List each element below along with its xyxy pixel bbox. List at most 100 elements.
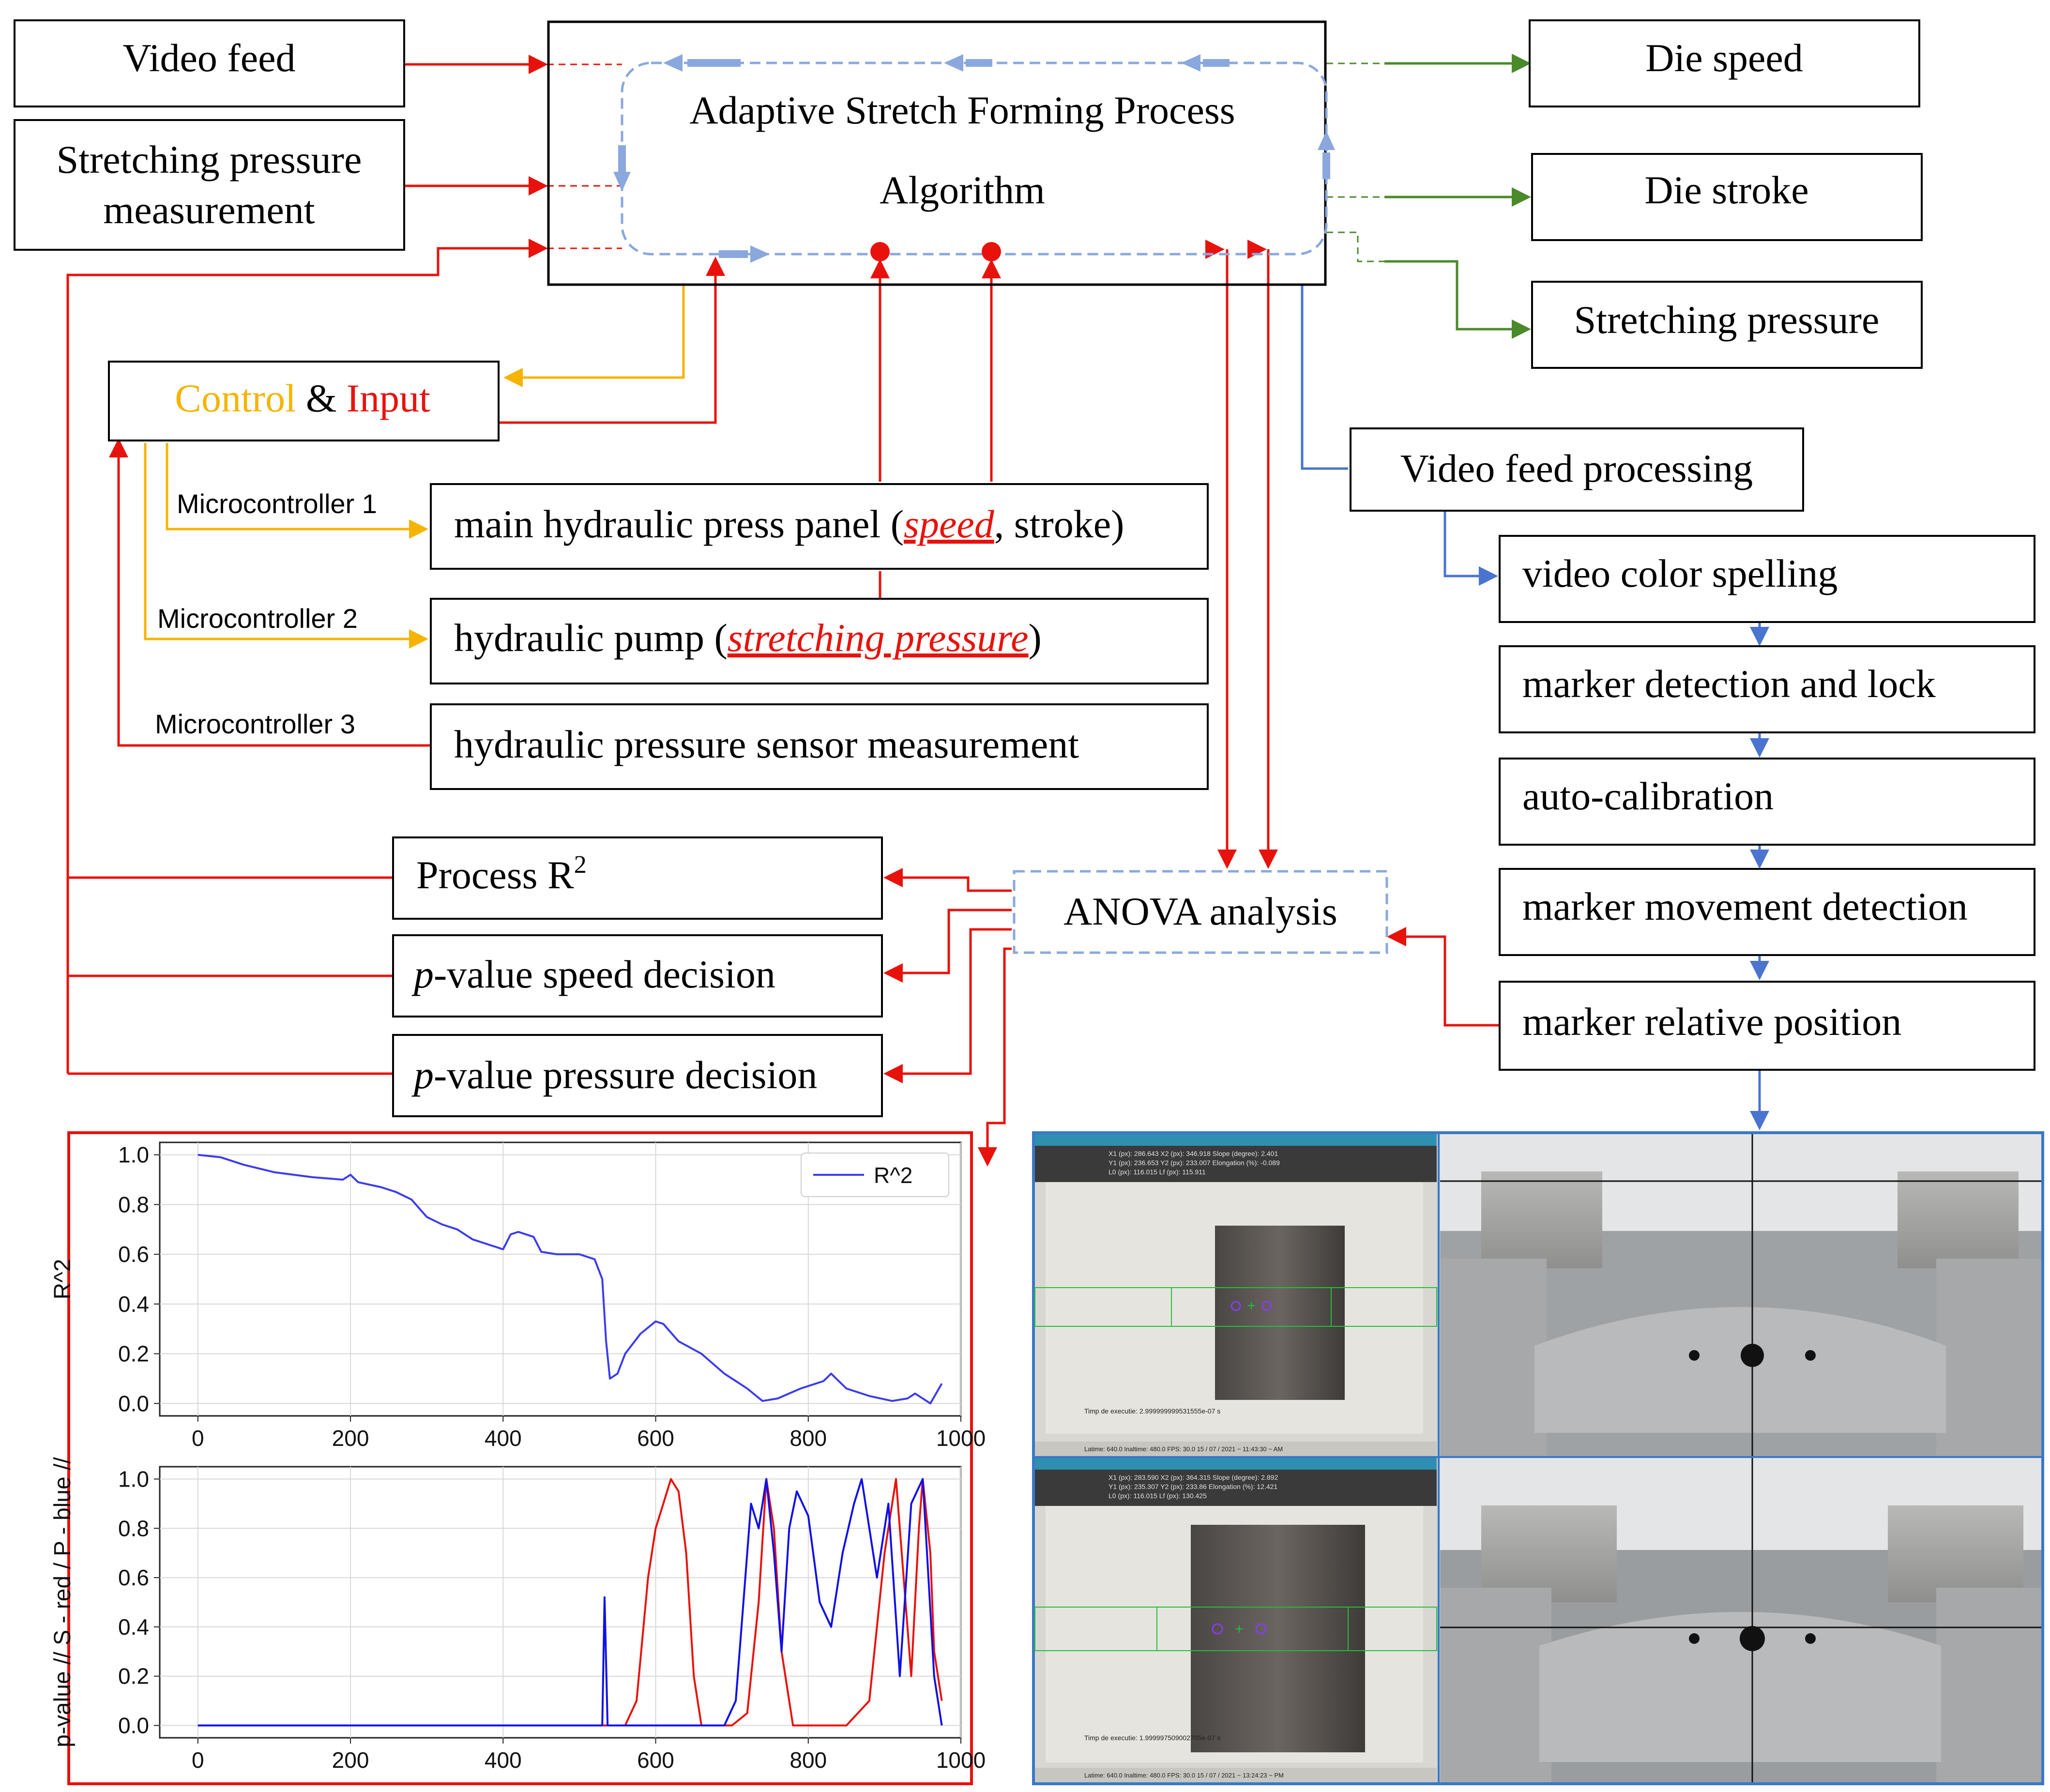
- loop-arrowhead-right: [1318, 131, 1335, 150]
- series-line-1: [197, 1478, 943, 1727]
- amp-word: &: [306, 376, 337, 420]
- pump-label: hydraulic pump (stretching pressure): [454, 616, 1042, 660]
- statusbar-bottom: [1035, 1768, 1437, 1782]
- readout-top-3: L0 (px): 116.015 Lf (px): 115.911: [1109, 1168, 1206, 1176]
- press-panel-box: [430, 483, 1209, 570]
- y-tick-label: 0.0: [118, 1391, 149, 1416]
- video-processing-block: Video feed processing video color spelli…: [1350, 427, 2035, 1071]
- die-top: [1534, 1307, 1946, 1433]
- arrow-control-out: [503, 283, 685, 387]
- x-tick-label: 400: [485, 1426, 522, 1451]
- clamp-right-bottom: [1888, 1505, 2023, 1602]
- step-label-1: video color spelling: [1522, 551, 1837, 595]
- die-hole-right-bottom: [1805, 1633, 1816, 1644]
- status-bottom: Latime: 640.0 Inaltime: 480.0 FPS: 30.0 …: [1084, 1772, 1284, 1779]
- arrow-stretching-pressure: [1384, 260, 1531, 339]
- roi-box-bottom: [1156, 1607, 1349, 1651]
- arrow-mc2: [144, 443, 428, 649]
- die-speed-label: Die speed: [1645, 36, 1803, 80]
- statusbar-top: [1035, 1442, 1437, 1456]
- stretching-pressure-label: Stretching pressure: [1574, 298, 1880, 342]
- x-tick-label: 800: [790, 1426, 827, 1451]
- center-cross-top: +: [1247, 1298, 1256, 1314]
- sensor-box: [430, 703, 1209, 790]
- loop-arrowhead-left: [613, 172, 631, 191]
- y-tick-label: 0.2: [118, 1341, 149, 1367]
- processing-steps: video color spelling marker detection an…: [1499, 535, 2035, 1071]
- clamp-right-top: [1898, 1171, 2019, 1268]
- stretching-pressure-box: [1531, 281, 1923, 369]
- software-window-top: X1 (px): 286.643 X2 (px): 346.918 Slope …: [1034, 1134, 1437, 1456]
- y-tick-label: 0.8: [118, 1516, 149, 1541]
- center-cross-bottom: +: [1235, 1621, 1244, 1637]
- die-bottom: [1539, 1612, 1941, 1762]
- step-label-4: marker movement detection: [1522, 884, 1968, 928]
- stretching-measurement-label-2: measurement: [103, 188, 315, 232]
- mc1-label: Microcontroller 1: [177, 488, 377, 519]
- arrow-position-to-anova: [1387, 927, 1500, 1027]
- step-label-5: marker relative position: [1522, 1000, 1901, 1044]
- x-tick-label: 400: [485, 1747, 522, 1773]
- clamp-left-bottom: [1481, 1505, 1617, 1602]
- press-panel-label: main hydraulic press panel (speed, strok…: [454, 502, 1124, 546]
- readout-bottom-1: X1 (px): 283.590 X2 (px): 364.315 Slope …: [1109, 1473, 1278, 1481]
- arrow-pressure-out: [883, 928, 1012, 1083]
- readout-top-2: Y1 (px): 236.653 Y2 (px): 233.007 Elonga…: [1109, 1159, 1280, 1167]
- sensor-label: hydraulic pressure sensor measurement: [454, 722, 1079, 766]
- legend-box: [801, 1153, 949, 1197]
- pump-em: stretching pressure: [728, 616, 1029, 660]
- control-input-label: Control&Input: [175, 376, 430, 420]
- pump-suffix: ): [1029, 616, 1042, 660]
- pressure-p-letter: p: [411, 1053, 434, 1097]
- legend-label: R^2: [874, 1163, 912, 1188]
- video-processing-box: [1350, 427, 1804, 512]
- y-tick-label: 0.0: [118, 1713, 149, 1738]
- stretching-measurement-box: [14, 119, 405, 251]
- loop-arrowhead-bottom: [750, 245, 770, 263]
- dash-out-3: [1326, 231, 1384, 262]
- step-box-1: [1499, 535, 2035, 623]
- die-hole-left-bottom: [1689, 1633, 1700, 1644]
- readout-bottom-3: L0 (px): 116.015 Lf (px): 130.425: [1109, 1492, 1207, 1500]
- speed-decision-box: [392, 934, 883, 1017]
- die-hole-right-top: [1805, 1350, 1816, 1361]
- arrow-feedback-loop: [66, 239, 548, 1074]
- input-word: Input: [347, 376, 430, 420]
- series-line-0: [197, 1154, 943, 1405]
- jaw-left-bottom: [1440, 1588, 1551, 1782]
- x-tick-label: 200: [332, 1426, 369, 1451]
- press-panel-suffix: , stroke): [994, 502, 1124, 546]
- pump-box: [430, 598, 1209, 684]
- exec-time-top: Timp de executie: 2.999999999531555e-07 …: [1084, 1407, 1220, 1415]
- input-boxes: Video feed Stretching pressure measureme…: [14, 19, 405, 251]
- step-label-2: marker detection and lock: [1522, 662, 1936, 706]
- press-photo-bottom: [1440, 1458, 2041, 1782]
- step-box-5: [1499, 981, 2035, 1071]
- video-feed-box: [14, 19, 405, 107]
- x-tick-label: 1000: [936, 1747, 986, 1773]
- marker-right-top: [1261, 1301, 1272, 1311]
- speed-decision-label: p-value speed decision: [411, 952, 775, 996]
- r2-label: Process R2: [416, 851, 587, 897]
- window-titlebar-bottom: [1035, 1458, 1437, 1470]
- anova-box: [1013, 870, 1388, 954]
- y-tick-label: 0.6: [118, 1565, 149, 1590]
- video-processing-title: Video feed processing: [1400, 446, 1753, 490]
- readout-bottom-2: Y1 (px): 235.307 Y2 (px): 233.86 Elongat…: [1109, 1483, 1277, 1490]
- press-panel-prefix: main hydraulic press panel (: [454, 502, 904, 546]
- die-stroke-label: Die stroke: [1644, 168, 1808, 212]
- x-tick-label: 0: [192, 1747, 204, 1773]
- marker-right-bottom: [1255, 1623, 1267, 1635]
- jaw-right-top: [1936, 1259, 2041, 1456]
- y-tick-label: 0.2: [118, 1664, 149, 1689]
- step-label-3: auto-calibration: [1522, 774, 1774, 818]
- y-tick-label: 1.0: [118, 1142, 149, 1168]
- connectors: [66, 54, 1769, 1167]
- step-box-3: [1499, 758, 2035, 846]
- arrow-mc1: [166, 443, 428, 539]
- x-tick-label: 200: [332, 1747, 369, 1773]
- press-panel-speed: speed: [904, 502, 995, 546]
